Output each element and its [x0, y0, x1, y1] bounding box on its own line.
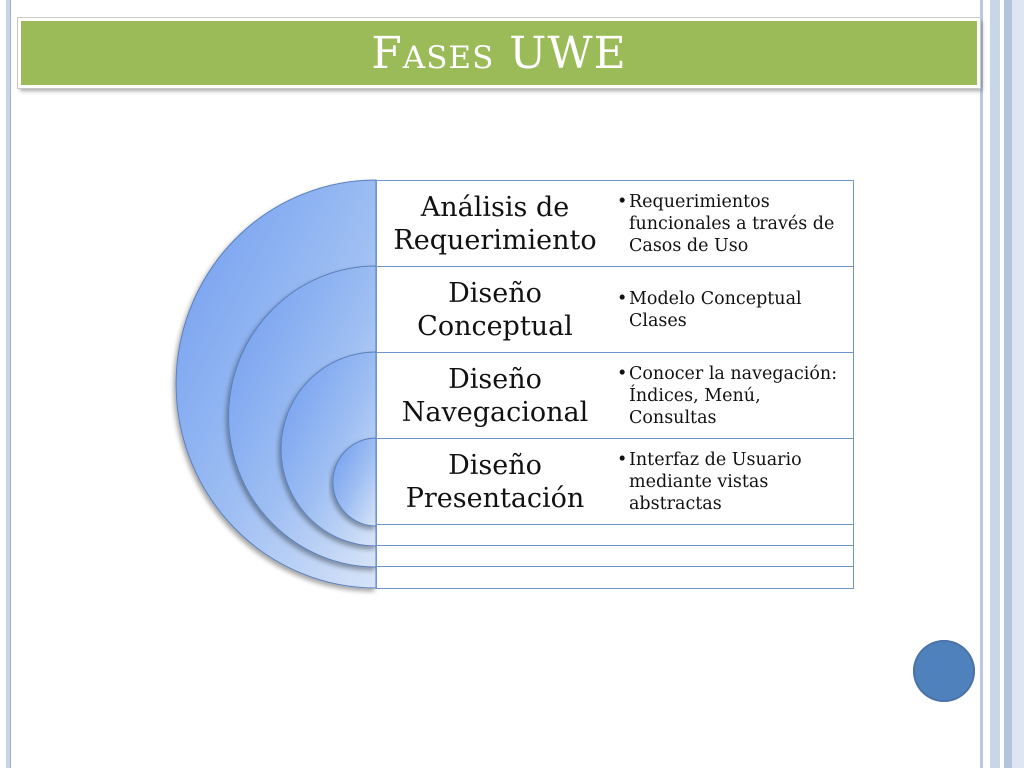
phase-row: Análisis de Requerimiento •Requerimiento… [377, 181, 853, 267]
phase-row: Diseño Navegacional •Conocer la navegaci… [377, 353, 853, 439]
phase-description-text: Requerimientos funcionales a través de C… [629, 191, 835, 256]
phase-name: Análisis de Requerimiento [393, 191, 597, 256]
phase-description: •Requerimientos funcionales a través de … [613, 181, 853, 266]
phase-row: Diseño Conceptual •Modelo Conceptual Cla… [377, 267, 853, 353]
phase-description-text: Conocer la navegación: Índices, Menú, Co… [629, 363, 838, 428]
bullet-icon: • [617, 191, 628, 212]
phase-description-text: Interfaz de Usuario mediante vistas abst… [629, 449, 802, 514]
phase-description-text: Modelo Conceptual Clases [629, 288, 802, 331]
bullet-icon: • [617, 449, 628, 470]
slide-title: Fases UWE [371, 27, 627, 79]
phase-row: Diseño Presentación •Interfaz de Usuario… [377, 439, 853, 525]
slide-frame-right [978, 0, 1024, 768]
phase-name: Diseño Navegacional [401, 363, 589, 428]
phase-filler-row [377, 567, 853, 588]
phase-filler-row [377, 525, 853, 546]
phase-description: •Interfaz de Usuario mediante vistas abs… [613, 439, 853, 524]
phase-filler-row [377, 546, 853, 567]
circle-icon[interactable] [913, 640, 975, 702]
phase-name: Diseño Conceptual [417, 277, 573, 342]
title-bar: Fases UWE [18, 18, 980, 88]
phase-description: •Modelo Conceptual Clases [613, 267, 853, 352]
phase-arc [332, 437, 377, 527]
phase-description: •Conocer la navegación: Índices, Menú, C… [613, 353, 853, 438]
phase-name: Diseño Presentación [405, 449, 585, 514]
bullet-icon: • [617, 363, 628, 384]
slide-frame-left [6, 0, 11, 768]
bullet-icon: • [617, 288, 628, 309]
phase-grid: Análisis de Requerimiento •Requerimiento… [376, 180, 854, 589]
